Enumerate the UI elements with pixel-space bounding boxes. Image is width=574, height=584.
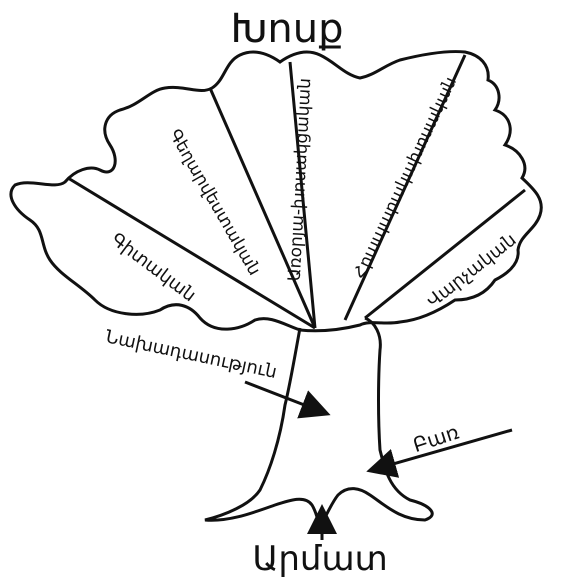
branch-label-5: Վարչական bbox=[423, 229, 521, 312]
root-label: Արմատ bbox=[252, 539, 387, 579]
branch-label-2: Գեղարվեստական bbox=[164, 126, 264, 279]
branch-label-4: Հրապարակախոսական bbox=[350, 74, 461, 282]
diagram-title: Խոսք bbox=[230, 6, 343, 52]
branch-label-3: Առօրյա-խոսակցական bbox=[285, 78, 316, 282]
basis-label: Նախադասություն bbox=[103, 326, 278, 383]
tree-trunk bbox=[205, 318, 432, 525]
branch-label-1: Գիտական bbox=[107, 229, 200, 306]
